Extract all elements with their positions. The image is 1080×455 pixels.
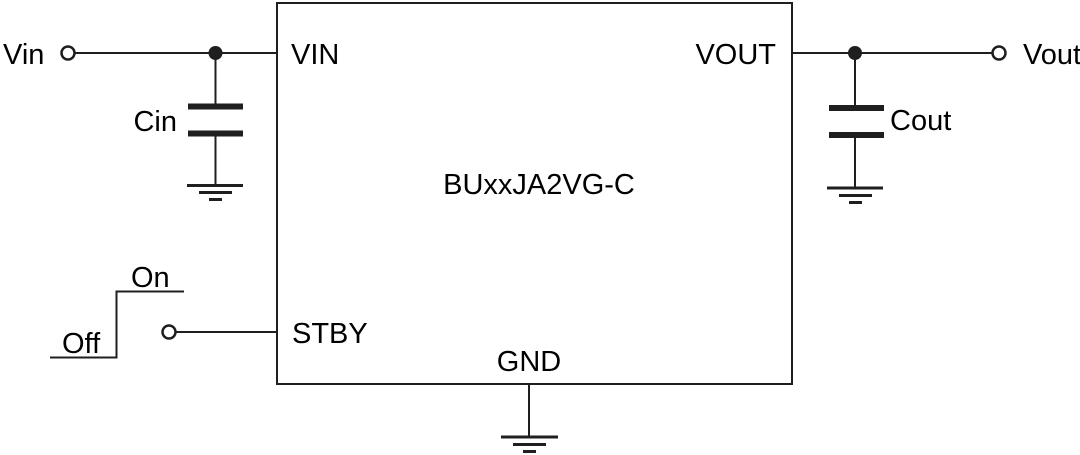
vout-terminal-label: Vout <box>1023 39 1080 71</box>
stby-on-label: On <box>131 262 170 294</box>
cout-label: Cout <box>890 105 951 137</box>
stby-step-waveform <box>50 290 184 359</box>
ic-pin-label-gnd: GND <box>497 346 561 378</box>
stby-off-label: Off <box>62 328 101 360</box>
vout-terminal-circle <box>991 45 1007 61</box>
vin-terminal-circle <box>60 45 76 61</box>
gnd-ground-symbol <box>501 435 558 453</box>
stby-terminal-circle <box>161 324 177 340</box>
ic-body <box>276 2 793 385</box>
cout-ground-symbol <box>827 186 883 204</box>
ic-part-number-label: BUxxJA2VG-C <box>443 169 635 201</box>
ic-pin-label-vout: VOUT <box>695 39 776 71</box>
cin-ground-symbol <box>187 184 243 201</box>
ic-pin-label-stby: STBY <box>292 318 368 350</box>
cin-label: Cin <box>133 106 177 138</box>
ic-pin-label-vin: VIN <box>291 39 339 71</box>
vin-terminal-label: Vin <box>3 39 44 71</box>
